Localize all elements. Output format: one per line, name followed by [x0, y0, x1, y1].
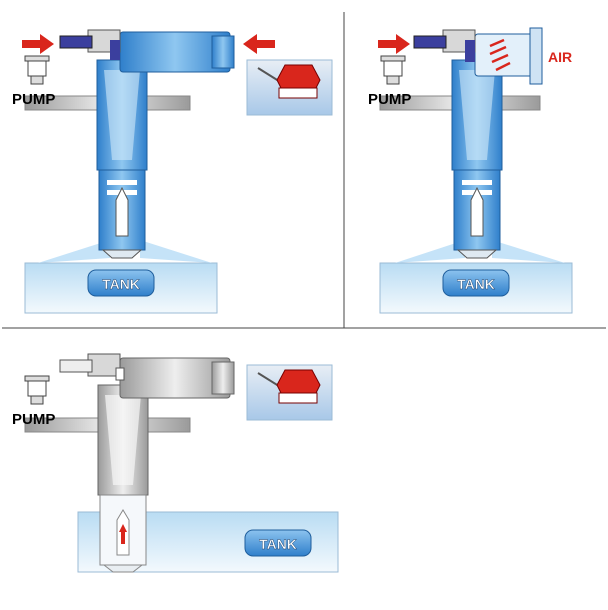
pump-label: PUMP — [12, 91, 55, 108]
pump-icon — [24, 55, 50, 85]
panel-top-right: AIR PUMP TANK — [368, 27, 573, 314]
cap-band — [278, 87, 318, 99]
red-up-arrow — [119, 524, 127, 544]
hose-barb — [211, 361, 235, 395]
tube-stripe — [462, 180, 492, 185]
panel-bottom: PUMP TANK — [12, 353, 339, 573]
spray-right — [492, 240, 565, 263]
nozzle-arrow — [470, 186, 484, 237]
tube-stripe — [107, 180, 137, 185]
blue-hose — [59, 35, 93, 49]
venturi-cone — [459, 70, 495, 160]
blue-hose — [413, 35, 447, 49]
pump-icon — [380, 55, 406, 85]
flow-arrow-cap — [243, 34, 275, 54]
venturi-cone — [105, 395, 141, 485]
spray-left — [395, 240, 465, 263]
open-end-flange — [529, 27, 543, 85]
spray-left — [38, 240, 110, 263]
tank-label: TANK — [259, 536, 297, 552]
flow-arrow-in — [378, 34, 410, 54]
nozzle-arrow — [115, 186, 129, 237]
tank-label: TANK — [457, 276, 495, 292]
tank-label-box — [87, 269, 155, 297]
pump-label: PUMP — [368, 91, 411, 108]
connector-nut — [87, 353, 121, 377]
tank-label: TANK — [102, 276, 140, 292]
hose-inner — [110, 40, 120, 60]
valve-plug — [115, 367, 125, 381]
hose-barb — [211, 35, 235, 69]
air-flow-arrows — [489, 38, 511, 72]
tank-label-box — [244, 529, 312, 557]
venturi-cone — [104, 70, 140, 160]
hose-inlet — [59, 359, 93, 373]
air-label: AIR — [548, 49, 572, 65]
tank-label-box — [442, 269, 510, 297]
cap-band — [278, 392, 318, 404]
spray-right — [140, 240, 212, 263]
nozzle-tip — [101, 249, 143, 259]
hose-inner — [465, 40, 475, 62]
pump-icon — [24, 375, 50, 405]
nozzle-tip — [102, 564, 144, 573]
flow-arrow-in — [22, 34, 54, 54]
panel-top-left: PUMP TANK — [12, 29, 333, 314]
nozzle-tip — [456, 249, 498, 259]
pump-label: PUMP — [12, 411, 55, 428]
